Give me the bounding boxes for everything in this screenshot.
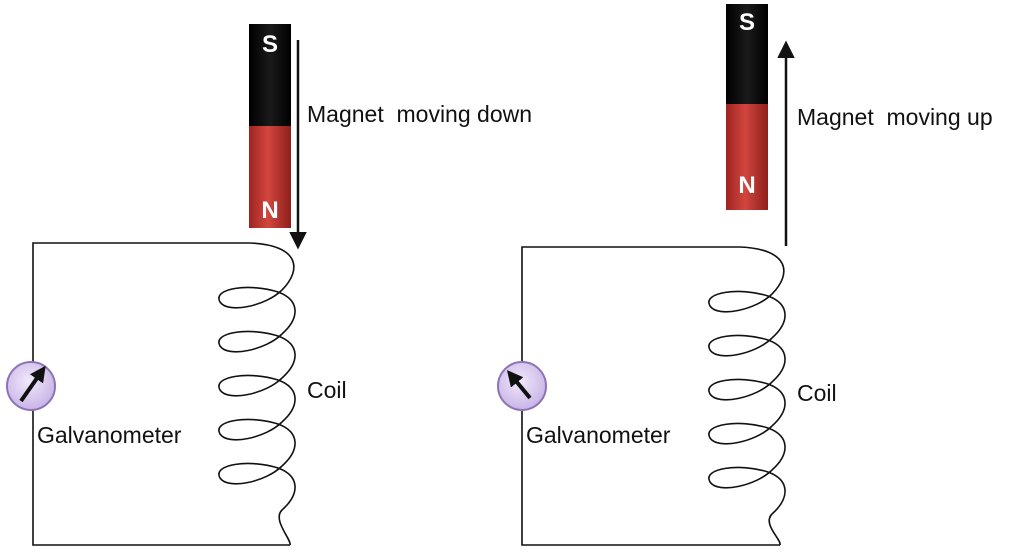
left-motion-label: Magnet moving down — [307, 101, 532, 127]
right-circuit-wire — [521, 246, 780, 546]
right-motion-label: Magnet moving up — [797, 104, 993, 130]
right-coil-label: Coil — [797, 380, 837, 406]
right-galvanometer — [497, 361, 547, 411]
right-magnet-north-label: N — [738, 172, 755, 199]
left-magnet-south-label: S — [262, 31, 278, 58]
left-panel: S N Magnet moving down Coil Galvanometer — [6, 24, 532, 546]
left-bar-magnet: S N — [249, 24, 291, 228]
right-magnet-south-label: S — [739, 9, 755, 36]
left-galvanometer-label: Galvanometer — [37, 422, 182, 448]
left-galvanometer — [6, 361, 56, 411]
left-magnet-south — [249, 24, 291, 126]
left-galvanometer-needle — [19, 365, 46, 403]
right-galvanometer-label: Galvanometer — [526, 422, 671, 448]
right-panel: S N Magnet moving up Coil Galvanometer — [497, 4, 993, 546]
left-circuit-wire — [32, 242, 290, 546]
left-magnet-north-label: N — [261, 197, 278, 224]
left-coil-label: Coil — [307, 377, 347, 403]
right-bar-magnet: S N — [726, 4, 768, 210]
right-galvanometer-needle — [506, 370, 532, 400]
left-coil — [218, 242, 296, 546]
left-magnet-north — [249, 126, 291, 228]
right-coil — [708, 246, 786, 546]
right-magnet-north — [726, 104, 768, 210]
right-magnet-south — [726, 4, 768, 104]
